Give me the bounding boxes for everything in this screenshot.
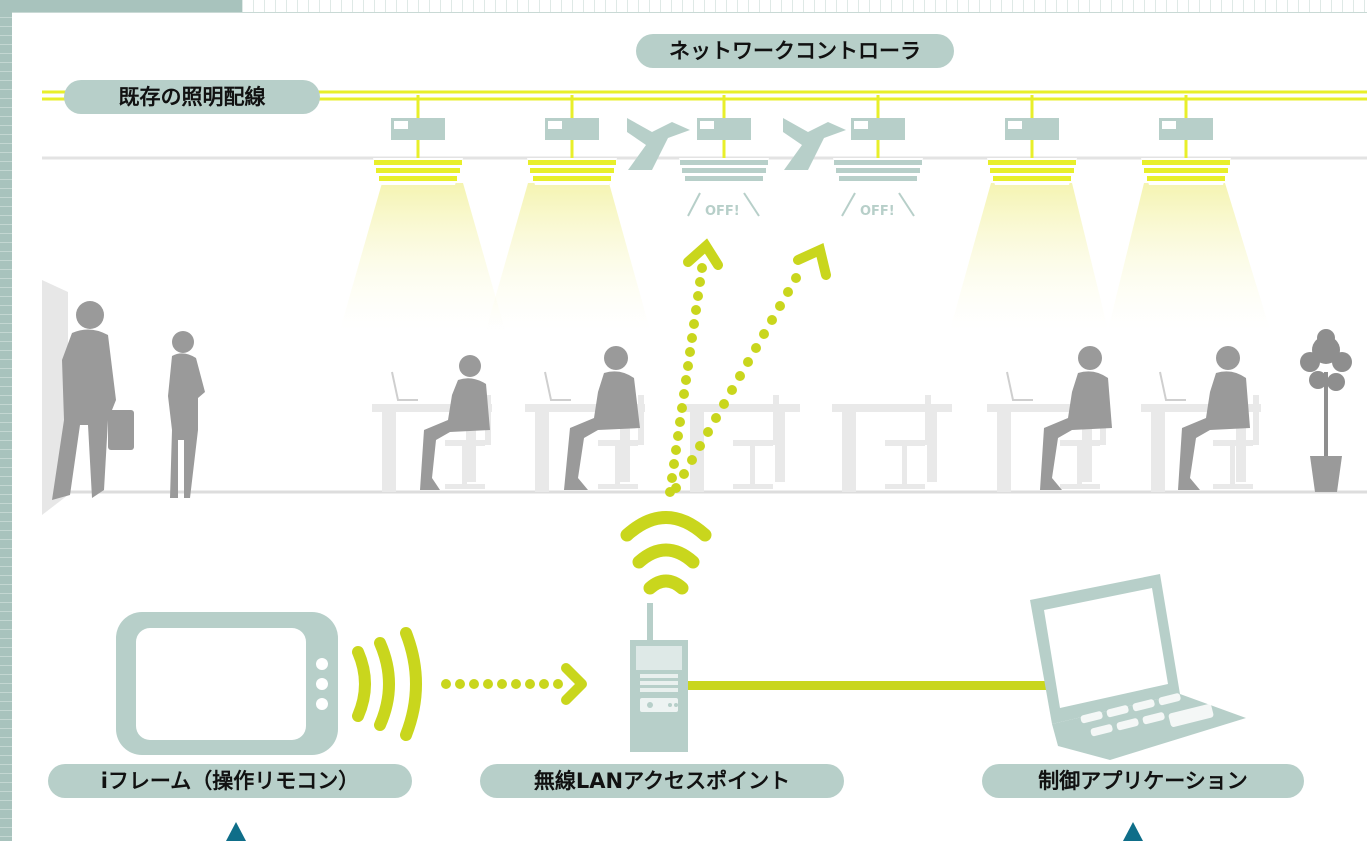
light-beam: [950, 183, 1108, 330]
frame-corner-tab: [0, 0, 242, 12]
controller-led: [1008, 121, 1022, 129]
wifi-icon: [620, 511, 712, 595]
person-icon: [1040, 346, 1112, 490]
off-label: OFF!: [705, 204, 740, 219]
light-bar: [839, 176, 917, 181]
plant-icon: [1300, 329, 1352, 492]
light-beam: [340, 183, 505, 330]
light-bar: [533, 176, 611, 181]
light-bar: [680, 160, 768, 165]
light-bar: [1142, 160, 1230, 165]
light-bar: [376, 168, 460, 173]
controller-led: [854, 121, 868, 129]
person-icon: [52, 301, 134, 500]
light-bar: [990, 168, 1074, 173]
network-cable: [688, 681, 1052, 690]
pointer-triangle-left: [226, 822, 246, 841]
person-icon: [420, 355, 490, 490]
light-bar: [1147, 176, 1225, 181]
light-bar: [682, 168, 766, 173]
person-icon: [168, 331, 205, 498]
light-bar: [1144, 168, 1228, 173]
person-icon: [564, 346, 640, 490]
light-bar: [374, 160, 462, 165]
access-point-icon: [630, 640, 688, 752]
wlan-ap-label: 無線LANアクセスポイント: [480, 764, 844, 798]
office-furniture: [372, 395, 1261, 492]
light-bar: [530, 168, 614, 173]
existing-wiring-label: 既存の照明配線: [64, 80, 320, 114]
network-controller-label: ネットワークコントローラ: [636, 34, 954, 68]
off-label: OFF!: [860, 204, 895, 219]
tablet-arrowhead: [561, 663, 587, 705]
tablet-icon: [116, 612, 338, 755]
tablet-signal-dots: [441, 679, 563, 689]
controller-led: [548, 121, 562, 129]
frame-left-border: [0, 0, 12, 841]
control-app-label: 制御アプリケーション: [982, 764, 1304, 798]
lightning-icon: [627, 118, 846, 170]
people: [52, 301, 1250, 500]
light-beam: [1108, 183, 1270, 330]
light-beam: [486, 183, 650, 330]
tablet-wifi-icon: [352, 627, 422, 741]
controller-led: [1162, 121, 1176, 129]
light-bar: [834, 160, 922, 165]
light-bar: [528, 160, 616, 165]
pointer-triangle-right: [1123, 822, 1143, 841]
light-bar: [685, 176, 763, 181]
light-beams: [340, 183, 1270, 330]
light-bar: [988, 160, 1076, 165]
frame-top-border: [12, 0, 1367, 13]
off-indicator-lines: [687, 192, 915, 217]
person-icon: [1178, 346, 1250, 490]
iframe-remote-label: iフレーム（操作リモコン）: [48, 764, 412, 798]
controller-led: [700, 121, 714, 129]
controller-led: [394, 121, 408, 129]
light-bar: [836, 168, 920, 173]
laptop-icon: [1030, 574, 1246, 760]
desk-laptops: [391, 371, 1186, 401]
light-bar: [379, 176, 457, 181]
signal-arrowheads: [683, 238, 831, 280]
light-bar: [993, 176, 1071, 181]
signal-dots: [665, 263, 801, 497]
